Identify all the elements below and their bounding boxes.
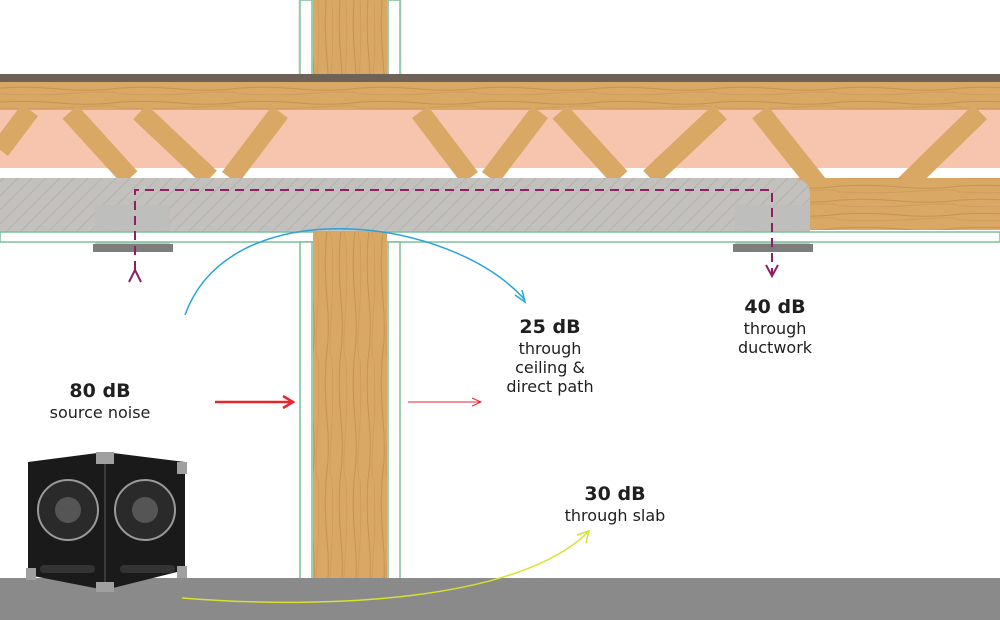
duct-text-1: through <box>743 318 807 338</box>
label-ceiling: 25 dB through ceiling & direct path <box>480 316 620 396</box>
ductwork <box>0 178 813 252</box>
lower-wall <box>299 232 401 581</box>
ceiling-text-2: ceiling & <box>515 357 585 377</box>
duct-text-2: ductwork <box>737 337 813 357</box>
label-slab: 30 dB through slab <box>540 483 690 525</box>
path-duct <box>134 189 773 275</box>
transmission-paths <box>128 189 779 604</box>
duct-db: 40 dB <box>744 296 806 318</box>
source-text: source noise <box>49 402 151 422</box>
arrow-icon <box>765 264 779 279</box>
label-source: 80 dB source noise <box>20 380 180 422</box>
arrow-icon <box>576 529 591 544</box>
arrow-icon <box>471 397 483 407</box>
ceiling-drywall <box>0 231 1000 243</box>
arrow-icon <box>128 267 142 283</box>
upper-wall <box>298 0 402 77</box>
arrow-icon <box>514 289 527 304</box>
ceiling-db: 25 dB <box>519 316 581 338</box>
path-ceiling <box>184 228 526 316</box>
path-slab <box>181 531 589 604</box>
floor-slab <box>0 578 1000 620</box>
slab-db: 30 dB <box>584 483 646 505</box>
source-db: 80 dB <box>69 380 131 402</box>
floor-deck <box>0 74 1000 110</box>
ceiling-text-1: through <box>518 338 582 358</box>
speaker-cabinet-icon <box>26 452 187 592</box>
label-duct: 40 dB through ductwork <box>710 296 840 357</box>
slab-text: through slab <box>564 505 666 525</box>
arrow-icon <box>282 394 296 410</box>
ceiling-text-3: direct path <box>506 377 594 397</box>
